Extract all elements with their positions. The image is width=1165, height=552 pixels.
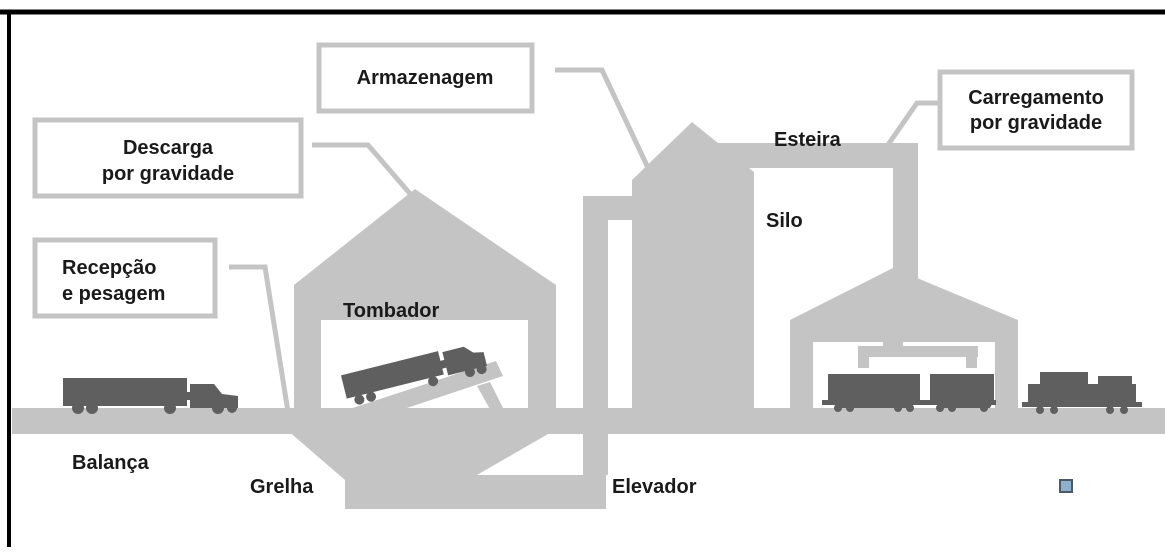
leader-lines [229, 67, 938, 413]
armazenagem-box [316, 42, 535, 114]
label-armazenagem: Armazenagem [357, 67, 494, 89]
label-silo: Silo [766, 210, 803, 232]
descarga-leader [312, 142, 414, 198]
hopper-wagon-1 [822, 374, 926, 412]
carregamento-leader [880, 100, 938, 154]
label-elevador: Elevador [612, 476, 697, 498]
label-boxes [32, 42, 1135, 319]
diagram-frame [0, 9, 1165, 547]
armazenagem-leader [555, 67, 653, 174]
marker-square [1059, 479, 1073, 493]
label-recepcao-1: Recepção [62, 257, 157, 279]
label-carregamento-1: Carregamento [968, 87, 1104, 109]
tipped-truck [340, 346, 487, 405]
label-descarga-1: Descarga [123, 137, 214, 159]
locomotive [1022, 372, 1142, 414]
descarga-box [32, 117, 304, 199]
label-descarga-2: por gravidade [102, 163, 234, 185]
truck-on-scale [63, 378, 238, 414]
silo [632, 122, 754, 412]
recepcao-leader [229, 264, 291, 413]
label-balanca: Balança [72, 452, 150, 474]
elevator-column [583, 196, 640, 475]
label-carregamento-2: por gravidade [970, 112, 1102, 134]
recepcao-box [32, 237, 218, 319]
tombador-building [294, 189, 556, 432]
label-recepcao-2: e pesagem [62, 283, 165, 305]
label-esteira: Esteira [774, 129, 842, 151]
loading-shed [790, 268, 1018, 412]
hopper-wagon-2 [926, 374, 996, 412]
grelha-hopper [287, 430, 606, 509]
label-grelha: Grelha [250, 476, 314, 498]
tipping-ramp [328, 361, 503, 432]
carregamento-box [937, 69, 1135, 151]
text-labels: Armazenagem Carregamento por gravidade E… [62, 67, 1104, 498]
label-tombador: Tombador [343, 300, 440, 322]
